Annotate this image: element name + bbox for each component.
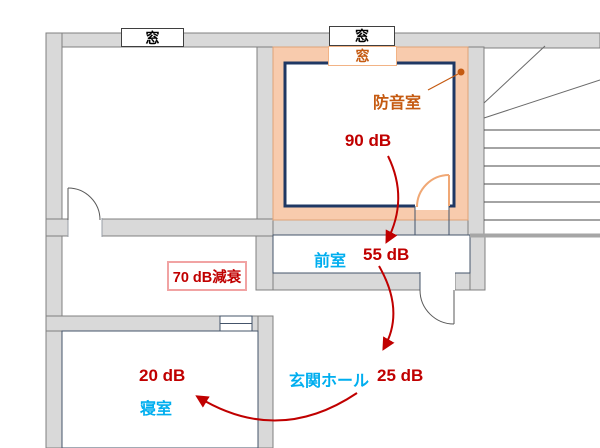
anteroom-label: 前室 bbox=[314, 253, 347, 270]
wall-left bbox=[45, 32, 63, 448]
window-label: 窓 bbox=[145, 29, 160, 46]
soundproof-door-opening bbox=[415, 202, 449, 210]
window-soundproof-outer: 窓 bbox=[329, 26, 395, 46]
attenuation-label: 70 dB減衰 bbox=[172, 269, 242, 286]
entrance-hall-label: 玄関ホール bbox=[289, 373, 370, 390]
stairs bbox=[470, 45, 600, 238]
sound-level-soundproof: 90 dB bbox=[344, 131, 392, 150]
soundproof-room-interior bbox=[283, 61, 456, 208]
leader-dot bbox=[457, 68, 465, 76]
wall-anteroom-bottom bbox=[272, 272, 421, 291]
wall-under-soundproof bbox=[272, 219, 469, 236]
anteroom-interior bbox=[272, 234, 471, 274]
soundproof-room-label: 防音室 bbox=[373, 95, 422, 112]
bedroom-label: 寝室 bbox=[140, 401, 173, 418]
arrow-25-to-20 bbox=[195, 392, 358, 422]
left-room-door-opening bbox=[68, 218, 102, 237]
sound-path-arrows bbox=[195, 155, 400, 422]
sound-level-anteroom: 55 dB bbox=[363, 245, 410, 264]
sound-level-bedroom: 20 dB bbox=[139, 366, 186, 385]
wall-entrance-right bbox=[469, 236, 486, 291]
stair-winder-line bbox=[483, 79, 600, 119]
left-room-door bbox=[67, 187, 101, 221]
soundproof-room-door bbox=[416, 174, 450, 208]
sound-level-entrance-hall: 25 dB bbox=[377, 366, 424, 385]
soundproof-leader bbox=[427, 68, 465, 91]
attenuation-callout: 70 dB減衰 bbox=[167, 261, 247, 291]
window-label: 窓 bbox=[355, 28, 369, 44]
window-soundproof-inner: 窓 bbox=[328, 46, 397, 66]
wall-stairs-left bbox=[467, 46, 485, 238]
entrance-door-opening bbox=[420, 272, 455, 291]
entrance-door bbox=[419, 289, 455, 325]
left-room-interior bbox=[61, 46, 258, 220]
wall-mid-vertical bbox=[256, 46, 274, 237]
arrow-55-to-25 bbox=[378, 265, 395, 351]
bedroom-interior bbox=[61, 330, 259, 448]
window-left-room: 窓 bbox=[121, 28, 184, 47]
window-label: 窓 bbox=[355, 48, 370, 64]
wall-anteroom-left bbox=[255, 235, 274, 291]
stair-winder-line bbox=[483, 45, 546, 104]
arrow-90-to-55 bbox=[385, 155, 400, 244]
wall-bedroom-right bbox=[257, 315, 274, 448]
bedroom-wall-window bbox=[219, 315, 253, 332]
